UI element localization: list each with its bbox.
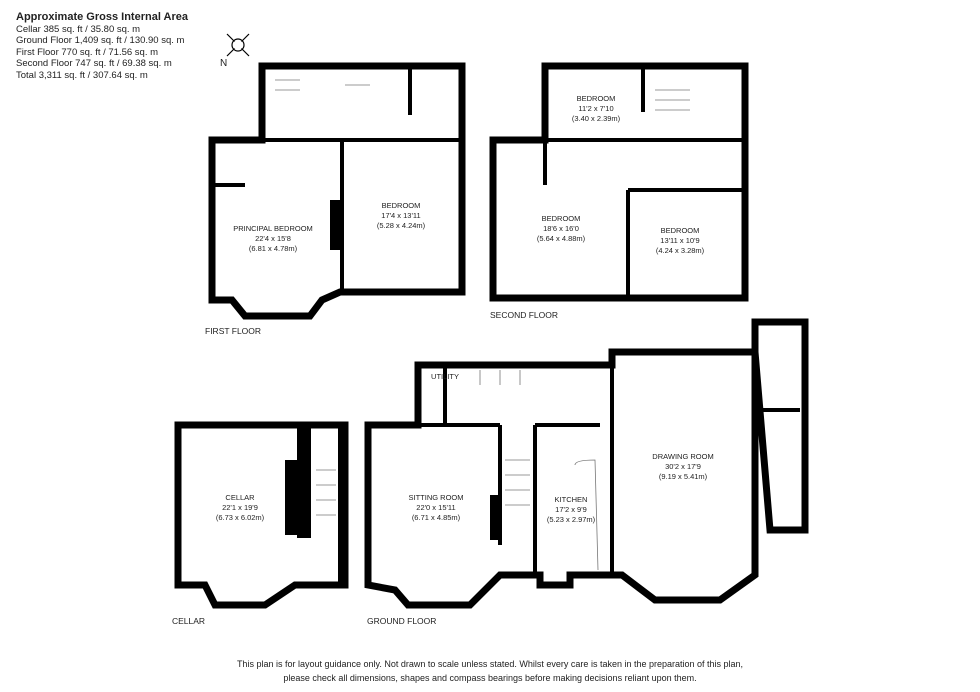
room-metric: (5.28 x 4.24m)	[376, 221, 426, 230]
room-metric: (4.24 x 3.28m)	[655, 246, 705, 255]
room-kitchen: KITCHEN 17'2 x 9'9 (5.23 x 2.97m)	[547, 495, 595, 525]
area-summary: Approximate Gross Internal Area Cellar 3…	[16, 11, 188, 81]
room-first-bedroom: BEDROOM 17'4 x 13'11 (5.28 x 4.24m)	[377, 201, 425, 231]
ground-floor-label: GROUND FLOOR	[367, 616, 437, 626]
cellar-walls	[174, 421, 349, 609]
area-cellar: Cellar 385 sq. ft / 35.80 sq. m	[16, 23, 141, 35]
room-metric: (5.64 x 4.88m)	[536, 234, 586, 243]
room-metric: (5.23 x 2.97m)	[546, 515, 596, 524]
disclaimer-line-1: This plan is for layout guidance only. N…	[236, 659, 744, 669]
disclaimer: This plan is for layout guidance only. N…	[0, 657, 980, 685]
room-second-bedroom-right: BEDROOM 13'11 x 10'9 (4.24 x 3.28m)	[656, 226, 704, 256]
room-name: KITCHEN	[554, 495, 588, 504]
area-title: Approximate Gross Internal Area	[16, 11, 188, 23]
room-imperial: 17'2 x 9'9	[555, 505, 587, 514]
area-first: First Floor 770 sq. ft / 71.56 sq. m	[16, 46, 159, 58]
room-imperial: 22'0 x 15'11	[416, 503, 456, 512]
compass-icon	[226, 33, 250, 57]
room-imperial: 13'11 x 10'9	[660, 236, 700, 245]
room-name: UTILITY	[431, 372, 459, 381]
second-floor-label: SECOND FLOOR	[490, 310, 559, 320]
second-floor-walls	[489, 62, 749, 302]
room-name: PRINCIPAL BEDROOM	[233, 224, 313, 233]
disclaimer-line-2: please check all dimensions, shapes and …	[283, 673, 697, 683]
room-cellar: CELLAR 22'1 x 19'9 (6.73 x 6.02m)	[216, 493, 264, 523]
room-imperial: 18'6 x 16'0	[543, 224, 579, 233]
room-principal-bedroom: PRINCIPAL BEDROOM 22'4 x 15'8 (6.81 x 4.…	[233, 224, 313, 254]
room-imperial: 30'2 x 17'9	[665, 462, 701, 471]
room-metric: (6.81 x 4.78m)	[248, 244, 298, 253]
room-metric: (6.73 x 6.02m)	[215, 513, 265, 522]
room-metric: (6.71 x 4.85m)	[411, 513, 461, 522]
room-utility: UTILITY	[431, 372, 459, 382]
area-second: Second Floor 747 sq. ft / 69.38 sq. m	[16, 58, 172, 69]
room-sitting-room: SITTING ROOM 22'0 x 15'11 (6.71 x 4.85m)	[409, 493, 464, 523]
room-metric: (9.19 x 5.41m)	[658, 472, 708, 481]
room-name: BEDROOM	[381, 201, 421, 210]
room-imperial: 11'2 x 7'10	[578, 104, 614, 113]
room-imperial: 22'1 x 19'9	[222, 503, 258, 512]
room-name: BEDROOM	[541, 214, 581, 223]
room-name: BEDROOM	[576, 94, 616, 103]
cellar-label: CELLAR	[172, 616, 206, 626]
compass-north-label: N	[220, 58, 228, 69]
room-name: DRAWING ROOM	[652, 452, 714, 461]
room-name: BEDROOM	[660, 226, 700, 235]
room-imperial: 22'4 x 15'8	[255, 234, 291, 243]
room-metric: (3.40 x 2.39m)	[571, 114, 621, 123]
area-total: Total 3,311 sq. ft / 307.64 sq. m	[16, 69, 148, 81]
area-ground: Ground Floor 1,409 sq. ft / 130.90 sq. m	[16, 35, 185, 46]
ground-floor-walls	[364, 318, 809, 609]
first-floor-label: FIRST FLOOR	[205, 326, 262, 336]
room-name: SITTING ROOM	[408, 493, 464, 502]
room-imperial: 17'4 x 13'11	[381, 211, 421, 220]
room-name: CELLAR	[225, 493, 255, 502]
room-second-bedroom-large: BEDROOM 18'6 x 16'0 (5.64 x 4.88m)	[537, 214, 585, 244]
room-second-bedroom-small: BEDROOM 11'2 x 7'10 (3.40 x 2.39m)	[572, 94, 620, 124]
first-floor-walls	[208, 62, 466, 320]
room-drawing-room: DRAWING ROOM 30'2 x 17'9 (9.19 x 5.41m)	[652, 452, 713, 482]
